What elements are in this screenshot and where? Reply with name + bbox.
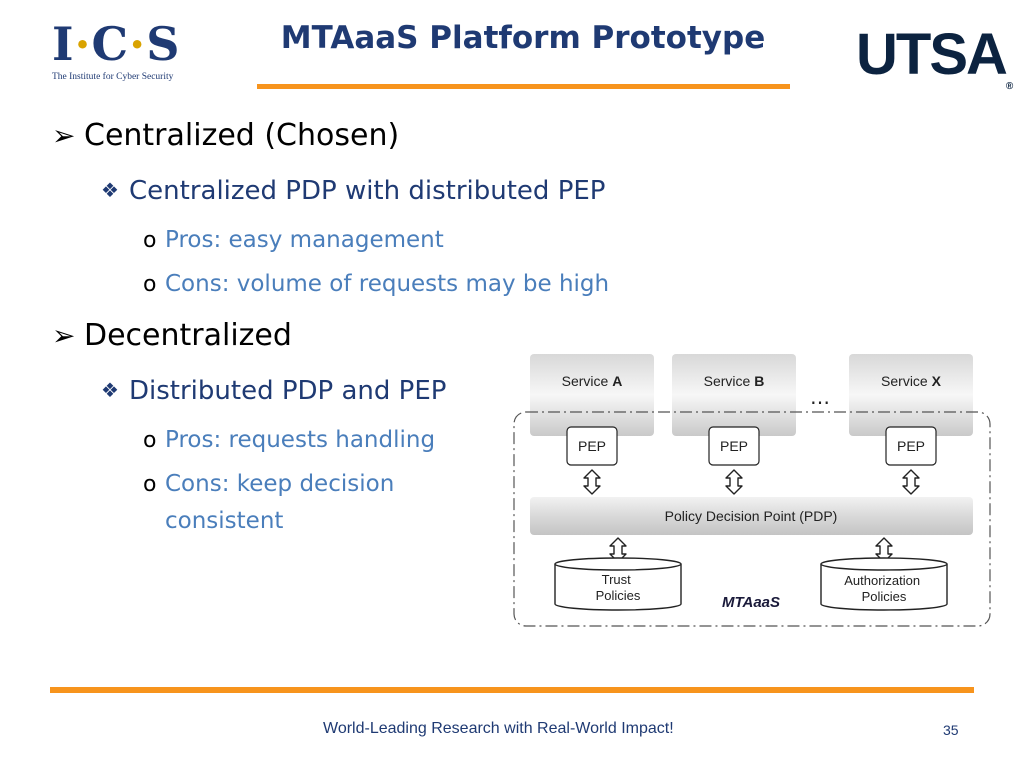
item-pros-centralized: o Pros: easy management (143, 222, 444, 259)
title-underline (257, 84, 790, 89)
slide-title: MTAaaS Platform Prototype (280, 20, 766, 56)
pep-box-x: PEP (885, 426, 937, 466)
bullet-text: Centralized (Chosen) (84, 118, 400, 153)
mtaaas-boundary (513, 411, 991, 627)
circle-bullet-icon: o (143, 428, 157, 453)
item-cons-decentralized-continued: consistent (165, 508, 284, 534)
pep-label: PEP (578, 438, 606, 454)
store-label-line: Trust (602, 572, 632, 587)
trust-policies-store: Trust Policies (554, 557, 682, 611)
circle-bullet-icon: o (143, 472, 157, 497)
footer-tagline: World-Leading Research with Real-World I… (323, 720, 674, 737)
service-label: Service (704, 373, 755, 389)
sub-bullet-distributed-pdp: ❖ Distributed PDP and PEP (101, 376, 446, 406)
service-box-b: Service B (672, 354, 796, 436)
bullet-centralized: ➢Centralized (Chosen) (52, 118, 399, 153)
pdp-bar: Policy Decision Point (PDP) (530, 497, 973, 535)
pep-label: PEP (720, 438, 748, 454)
logo-dot: · (129, 17, 147, 71)
item-cons-centralized: o Cons: volume of requests may be high (143, 266, 609, 303)
service-box-x: Service X (849, 354, 973, 436)
arrow-bullet-icon: ➢ (52, 319, 76, 352)
logo-letter-s: S (146, 17, 181, 71)
svg-text:Trust Policies: Trust Policies (596, 572, 641, 603)
circle-bullet-icon: o (143, 272, 157, 297)
sub-bullet-centralized-pdp: ❖ Centralized PDP with distributed PEP (101, 176, 605, 206)
store-label-line: Policies (862, 589, 907, 604)
page-number: 35 (943, 722, 959, 738)
diamond-bullet-icon: ❖ (101, 378, 119, 402)
architecture-diagram: Service A Service B … Service X PEP PEP … (513, 354, 991, 627)
logo-letter-c: C (91, 17, 130, 71)
utsa-logo: UTSA® (856, 26, 1013, 93)
service-label: Service (881, 373, 932, 389)
item-cons-decentralized: o Cons: keep decision (143, 466, 394, 503)
sub-bullet-text: Centralized PDP with distributed PEP (129, 176, 606, 206)
logo-dot: · (74, 17, 92, 71)
service-label: Service (562, 373, 613, 389)
diamond-bullet-icon: ❖ (101, 178, 119, 202)
store-label-line: Policies (596, 588, 641, 603)
svg-text:Service X: Service X (881, 373, 942, 389)
logo-subtitle: The Institute for Cyber Security (52, 72, 174, 82)
logo-letter-i: I (52, 17, 75, 71)
item-pros-decentralized: o Pros: requests handling (143, 422, 435, 459)
circle-bullet-icon: o (143, 228, 157, 253)
item-text: Cons: keep decision (165, 471, 395, 497)
bullet-decentralized: ➢Decentralized (52, 318, 292, 353)
registered-mark: ® (1005, 81, 1014, 92)
service-id: X (932, 373, 942, 389)
pep-box-a: PEP (566, 426, 618, 466)
utsa-logo-text: UTSA (856, 22, 1008, 87)
service-id: A (612, 373, 622, 389)
double-arrow-icon (902, 469, 920, 495)
service-id: B (754, 373, 764, 389)
svg-text:Authorization Policies: Authorization Policies (844, 573, 924, 604)
svg-text:Service B: Service B (704, 373, 765, 389)
item-text: Pros: easy management (165, 227, 444, 253)
sub-bullet-text: Distributed PDP and PEP (129, 376, 447, 406)
arrow-bullet-icon: ➢ (52, 119, 76, 152)
service-box-a: Service A (530, 354, 654, 436)
svg-text:Service A: Service A (562, 373, 623, 389)
authorization-policies-store: Authorization Policies (820, 557, 948, 611)
double-arrow-icon (583, 469, 601, 495)
store-label-line: Authorization (844, 573, 920, 588)
ics-logo: I·C·S The Institute for Cyber Security (52, 18, 187, 92)
pep-label: PEP (897, 438, 925, 454)
double-arrow-icon (725, 469, 743, 495)
item-text: Pros: requests handling (165, 427, 436, 453)
bullet-text: Decentralized (84, 318, 292, 353)
footer-rule (50, 687, 974, 693)
mtaaas-label: MTAaaS (722, 594, 780, 611)
pdp-label: Policy Decision Point (PDP) (665, 508, 838, 524)
pep-box-b: PEP (708, 426, 760, 466)
diagram-ellipsis: … (810, 385, 830, 409)
item-text: Cons: volume of requests may be high (165, 271, 610, 297)
